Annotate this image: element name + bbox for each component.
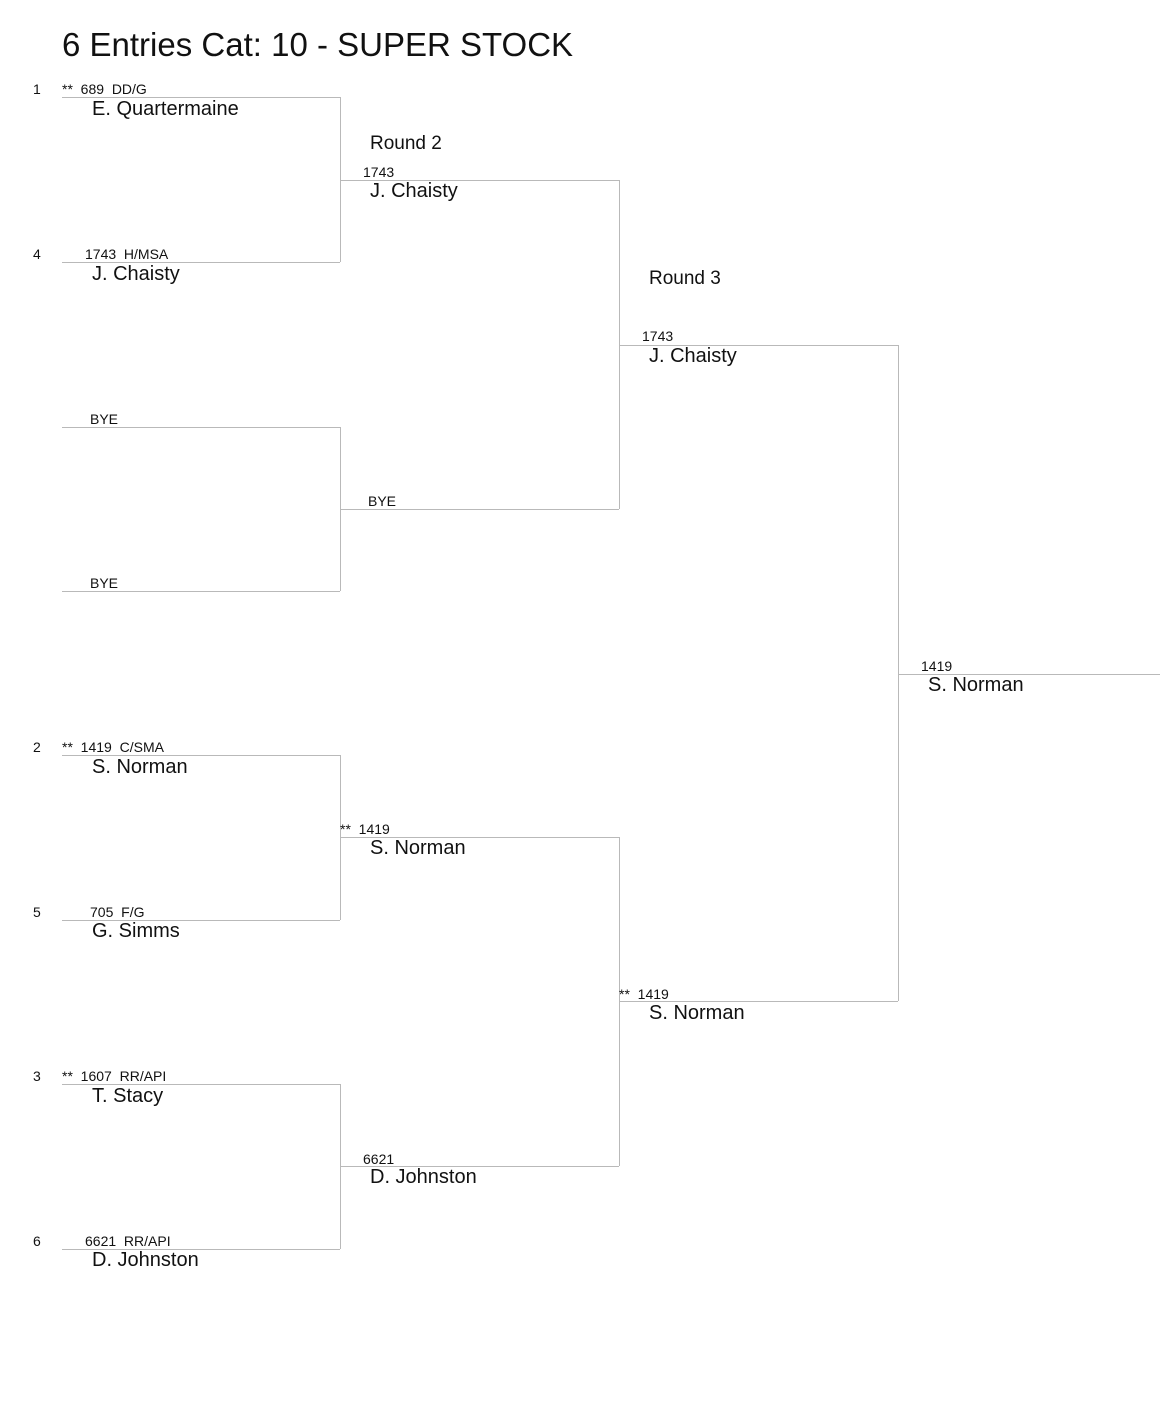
entry-info: ** 689 DD/G xyxy=(62,81,147,97)
entry-name: E. Quartermaine xyxy=(92,98,239,120)
entry-info: ** 1607 RR/API xyxy=(62,1068,167,1084)
bracket-line xyxy=(62,920,340,921)
winner-info: 1419 xyxy=(921,658,953,674)
entry-name: D. Johnston xyxy=(370,1166,477,1188)
bracket-connector xyxy=(898,345,899,1001)
bracket-line xyxy=(898,674,1160,675)
bracket-line xyxy=(340,1166,619,1167)
entry-info: 1743 H/MSA xyxy=(85,246,169,262)
entry-name: J. Chaisty xyxy=(92,263,180,285)
entry-name: D. Johnston xyxy=(92,1249,199,1271)
bracket-line xyxy=(62,591,340,592)
seed-number: 3 xyxy=(33,1068,41,1084)
bye-label: BYE xyxy=(90,575,119,591)
entry-name: G. Simms xyxy=(92,920,180,942)
seed-number: 1 xyxy=(33,81,41,97)
round-2-label: Round 2 xyxy=(370,133,442,154)
bracket-line xyxy=(62,427,340,428)
bracket-line xyxy=(62,97,340,98)
bracket-connector xyxy=(340,97,341,262)
entry-info: ** 1419 C/SMA xyxy=(62,739,164,755)
entry-name: S. Norman xyxy=(649,1002,745,1024)
bye-label: BYE xyxy=(90,411,119,427)
winner-name: S. Norman xyxy=(928,674,1024,696)
entry-name: J. Chaisty xyxy=(370,180,458,202)
entry-info: 6621 xyxy=(363,1151,395,1167)
entry-info: ** 1419 xyxy=(340,821,390,837)
entry-info: 705 F/G xyxy=(90,904,145,920)
bracket-line xyxy=(340,837,619,838)
entry-info: ** 1419 xyxy=(619,986,669,1002)
bracket-line xyxy=(62,262,340,263)
seed-number: 4 xyxy=(33,246,41,262)
bracket-connector xyxy=(619,180,620,509)
entry-info: 6621 RR/API xyxy=(85,1233,171,1249)
entry-info: 1743 xyxy=(363,164,395,180)
page-title: 6 Entries Cat: 10 - SUPER STOCK xyxy=(62,26,574,63)
seed-number: 5 xyxy=(33,904,41,920)
bye-label: BYE xyxy=(368,493,397,509)
bracket-line xyxy=(62,1249,340,1250)
entry-name: T. Stacy xyxy=(92,1085,164,1107)
bracket-line xyxy=(619,1001,898,1002)
bracket-line xyxy=(619,345,898,346)
seed-number: 6 xyxy=(33,1233,41,1249)
bracket-line xyxy=(62,1084,340,1085)
bracket-line xyxy=(62,755,340,756)
seed-number: 2 xyxy=(33,739,41,755)
bracket-line xyxy=(340,509,619,510)
entry-name: J. Chaisty xyxy=(649,345,737,367)
round-3-label: Round 3 xyxy=(649,268,721,289)
entry-name: S. Norman xyxy=(370,837,466,859)
bracket-line xyxy=(340,180,619,181)
entry-info: 1743 xyxy=(642,328,674,344)
entry-name: S. Norman xyxy=(92,756,188,778)
